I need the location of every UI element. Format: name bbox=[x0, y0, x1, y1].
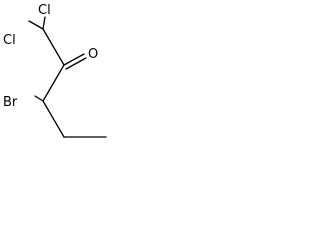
oxygen-atom: O bbox=[88, 47, 98, 62]
bond-c2-o-double-b bbox=[65, 57, 87, 70]
bond-c2-o-double-a bbox=[63, 53, 85, 66]
bond-c2-c3 bbox=[42, 64, 65, 102]
bromine-atom: Br bbox=[3, 95, 18, 110]
chlorine-atom-right: Cl bbox=[38, 3, 51, 18]
chemical-structure-canvas: Cl Cl O Br bbox=[0, 0, 122, 150]
bond-c3-br bbox=[34, 95, 44, 102]
chlorine-atom-left: Cl bbox=[3, 33, 16, 48]
molecule-drawing: Cl Cl O Br bbox=[3, 3, 107, 138]
bond-c1-c2 bbox=[42, 28, 65, 66]
bond-c3-c4 bbox=[42, 100, 65, 138]
bond-c1-cl-right bbox=[42, 16, 46, 30]
bond-c1-cl-left bbox=[28, 20, 44, 30]
